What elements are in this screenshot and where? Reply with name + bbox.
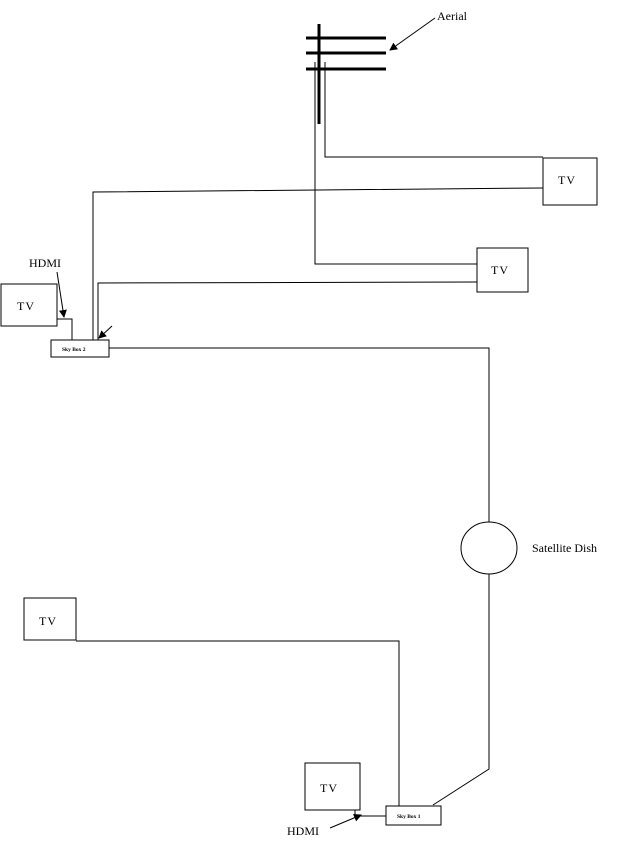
sky-box-1: Sky Box 1 bbox=[385, 805, 442, 826]
cable-satellite-dish-to-sky-box-1 bbox=[432, 574, 490, 806]
tv-label: TV bbox=[558, 173, 576, 187]
satellite-dish-label: Satellite Dish bbox=[532, 541, 597, 555]
sky-box-1-label: Sky Box 1 bbox=[397, 814, 421, 820]
hdmi-cable-top bbox=[57, 318, 73, 340]
tv-label: TV bbox=[17, 299, 35, 313]
satellite-dish bbox=[460, 521, 518, 575]
tv-label: TV bbox=[491, 263, 509, 277]
cable-tv-lower-left-to-sky-box-1 bbox=[76, 640, 400, 806]
tv-label: TV bbox=[39, 614, 57, 628]
cable-tv-middle-right-to-sky-box-2 bbox=[97, 281, 478, 340]
tv-lower-left: TV bbox=[23, 597, 77, 641]
tv-top-right: TV bbox=[542, 157, 598, 206]
input-arrow-sky-box-2 bbox=[98, 325, 113, 339]
tv-middle-right: TV bbox=[476, 247, 529, 293]
sky-box-2-label: Sky Box 2 bbox=[62, 347, 86, 353]
tv-top-left: TV bbox=[0, 283, 58, 327]
aerial-antenna bbox=[306, 24, 386, 124]
cable-tv-top-right-to-sky-box-2 bbox=[92, 187, 544, 340]
aerial-arrow bbox=[389, 17, 436, 51]
hdmi-label-bottom: HDMI bbox=[287, 824, 319, 838]
cable-aerial-to-tv-middle-right bbox=[314, 62, 477, 265]
cable-sky-box-2-to-satellite-dish bbox=[109, 347, 490, 523]
tv-bottom: TV bbox=[304, 762, 361, 811]
hdmi-arrow-top bbox=[56, 271, 67, 318]
sky-box-2: Sky Box 2 bbox=[50, 339, 110, 358]
cable-aerial-to-tv-top-right bbox=[324, 62, 543, 158]
hdmi-label-top: HDMI bbox=[29, 256, 61, 270]
tv-label: TV bbox=[320, 781, 338, 795]
aerial-label: Aerial bbox=[437, 9, 468, 23]
hdmi-arrow-bottom bbox=[329, 814, 362, 829]
